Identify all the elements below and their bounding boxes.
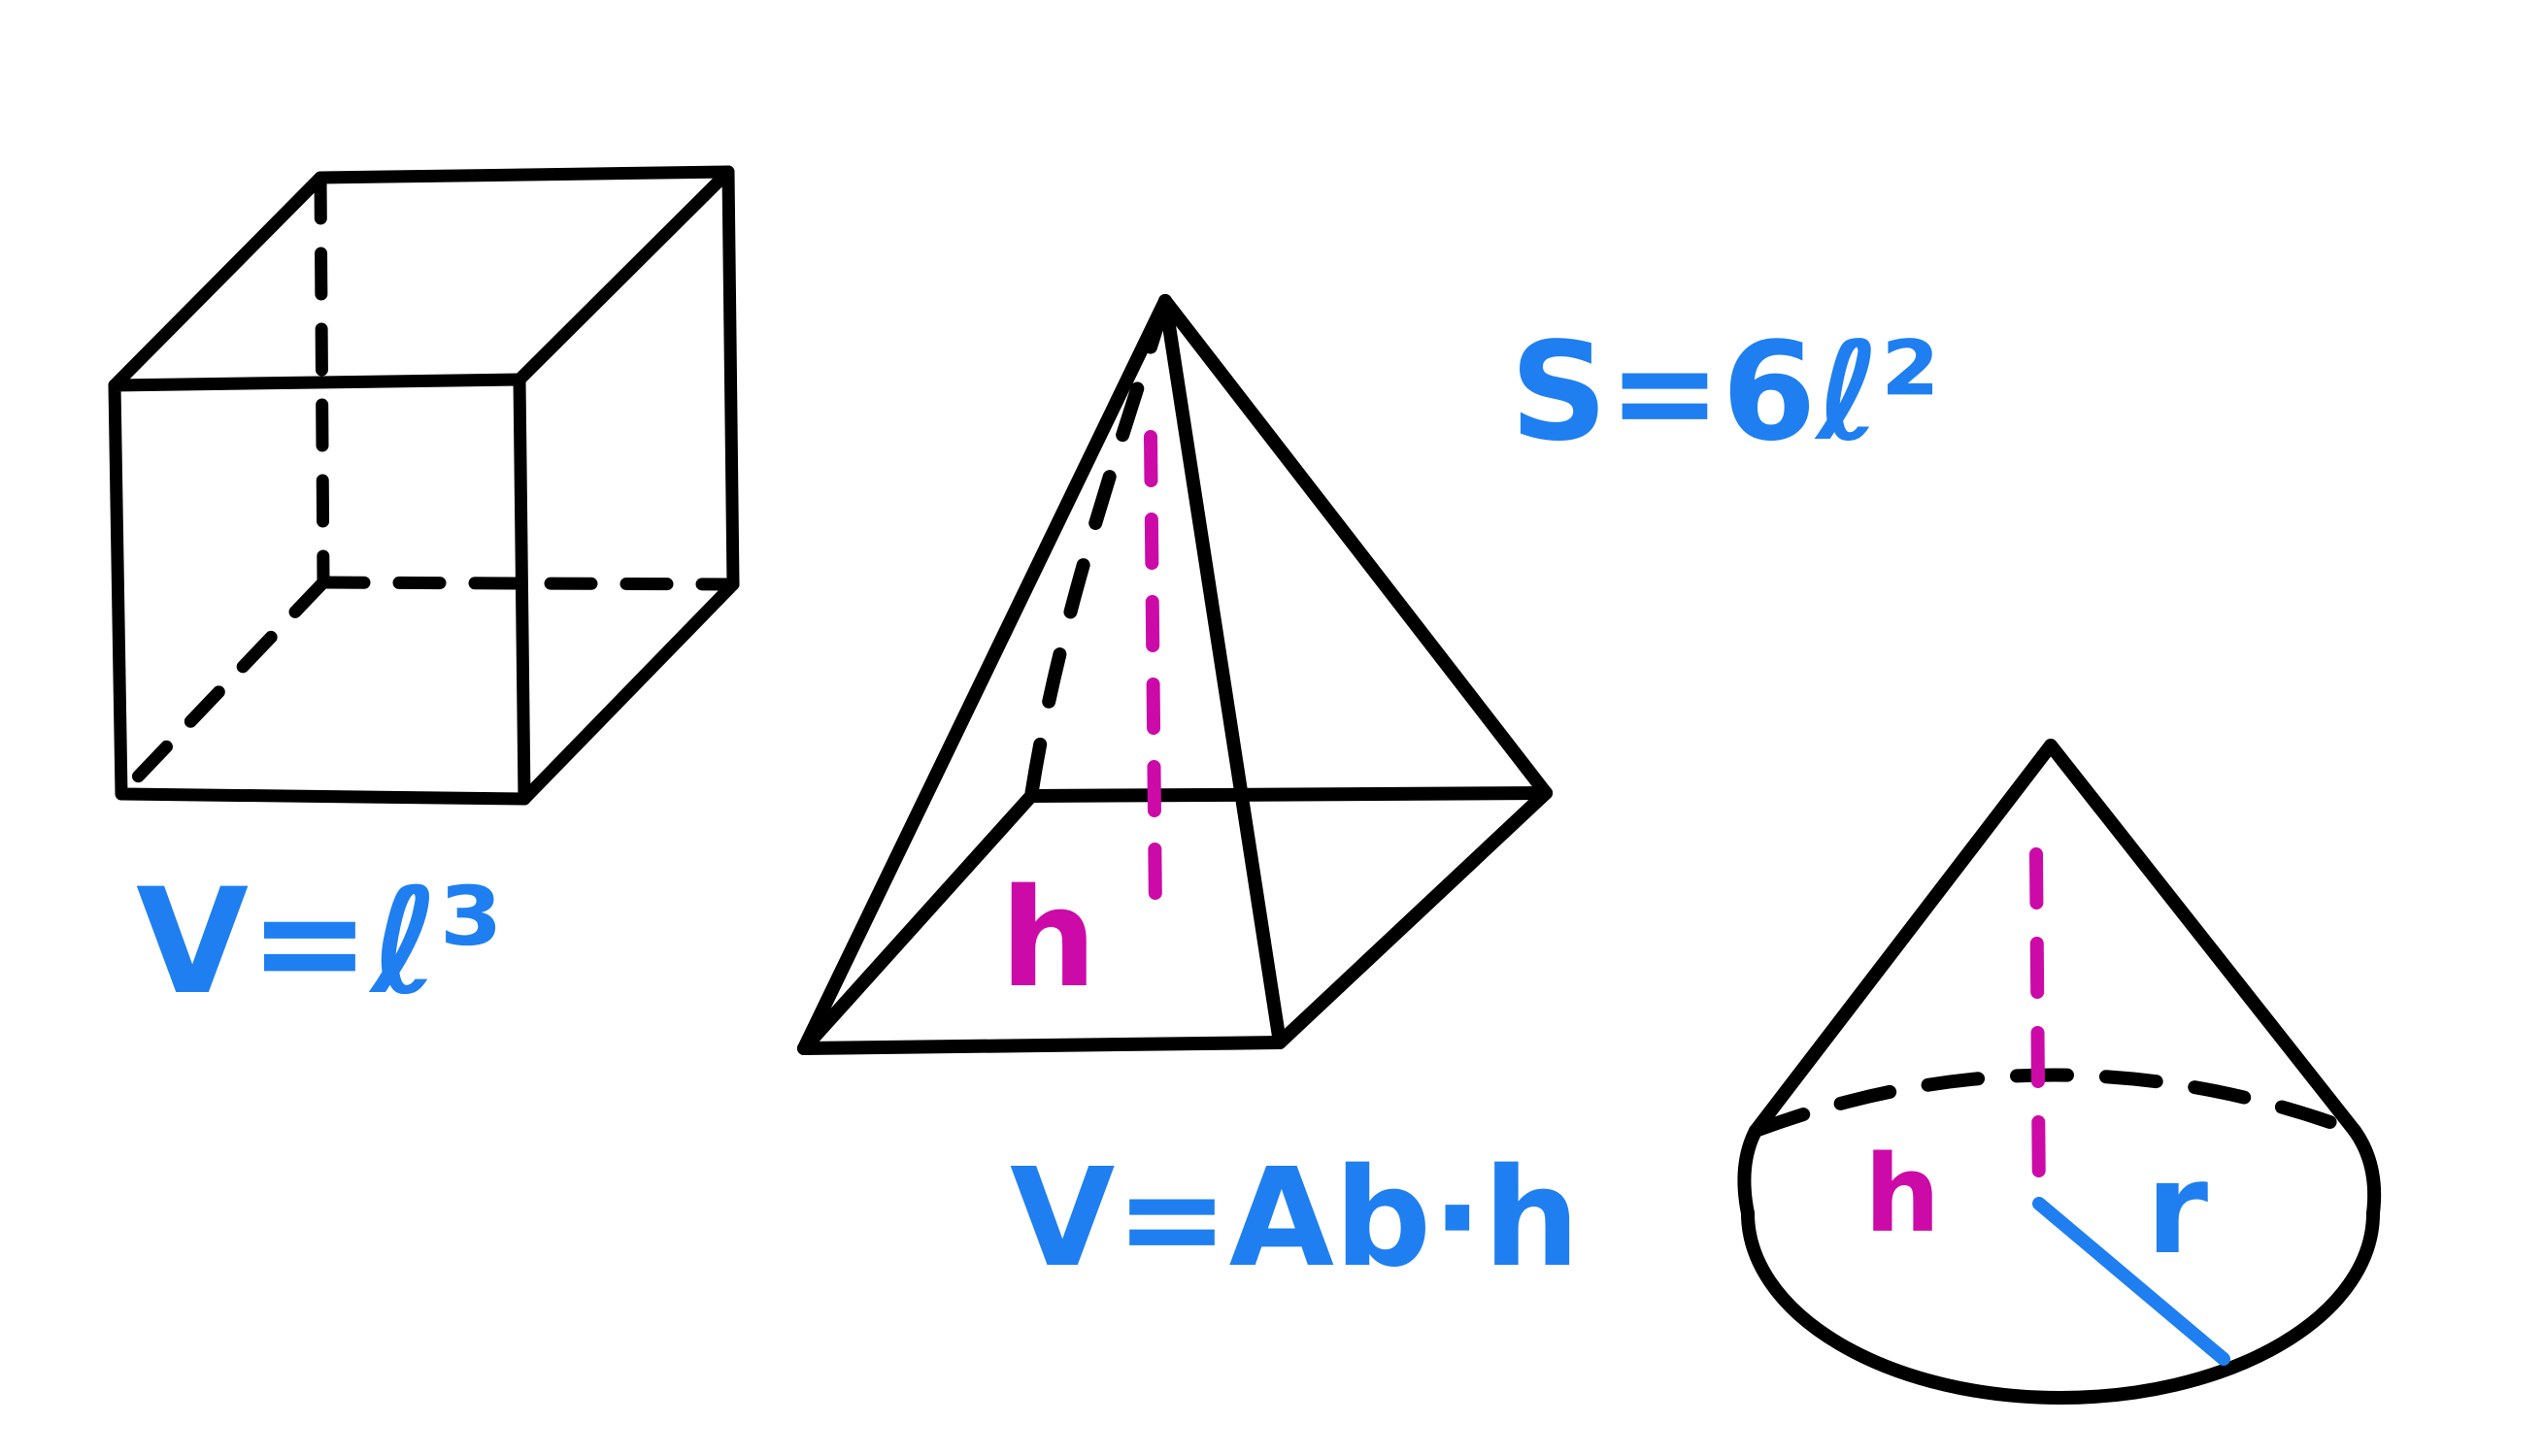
cone-base-hidden-arc xyxy=(1749,1068,2361,1138)
cube-hidden-horizontal-edge xyxy=(317,576,740,591)
cone-base-front-arc xyxy=(1741,1207,2380,1405)
cone-right-slant xyxy=(2044,739,2361,1138)
pyramid-volume-formula: V=Ab·h xyxy=(1010,1140,1580,1298)
pyramid-height-label: h xyxy=(1000,860,1097,1018)
pyramid: h V=Ab·h xyxy=(797,294,1580,1298)
cone-radius-line xyxy=(2032,1197,2230,1366)
cone-radius-label: r xyxy=(2146,1135,2208,1282)
pyramid-left-edge xyxy=(797,294,1172,1055)
cube-surface-formula: S=6ℓ² xyxy=(1510,314,1940,472)
pyramid-left-base-edge xyxy=(797,789,1038,1055)
cone-solid-edges xyxy=(1737,739,2382,1405)
cube: V=ℓ³ xyxy=(108,165,740,1027)
cube-hidden-vertical-edge xyxy=(314,171,330,589)
cube-hidden-edges xyxy=(115,171,740,801)
cone: h r xyxy=(1737,739,2382,1405)
cone-base-right-join xyxy=(2348,1124,2382,1220)
pyramid-front-edge xyxy=(1158,294,1287,1049)
cone-height-line xyxy=(2029,847,2046,1210)
cube-top-face xyxy=(108,165,735,392)
cone-base-left-join xyxy=(1737,1124,1762,1220)
cube-volume-formula: V=ℓ³ xyxy=(136,858,503,1027)
cube-hidden-depth-edge xyxy=(115,576,330,801)
pyramid-solid-edges xyxy=(797,294,1553,1055)
pyramid-height-line xyxy=(1144,430,1162,919)
pyramid-right-edge xyxy=(1158,294,1553,800)
pyramid-back-base-edge xyxy=(1024,786,1553,803)
cone-left-slant xyxy=(1749,739,2058,1138)
cone-height-label: h xyxy=(1864,1132,1940,1256)
